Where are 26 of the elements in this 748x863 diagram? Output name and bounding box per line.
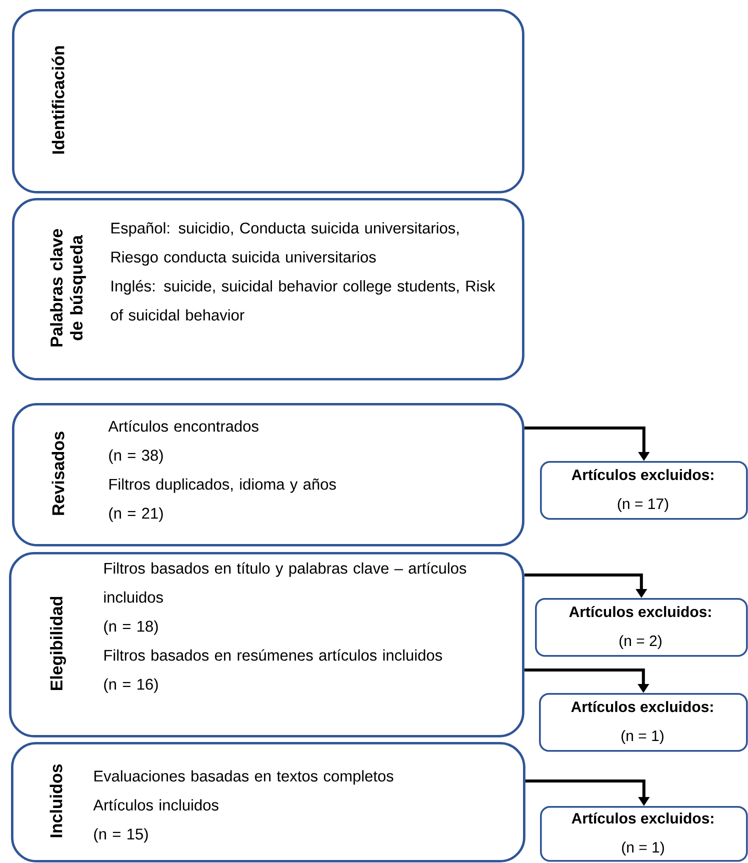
excluded-box: Artículos excluidos: (n = 17) xyxy=(540,461,748,520)
node-label: (n = 18) xyxy=(104,620,158,635)
stage-box xyxy=(12,403,524,546)
excluded-box: Artículos excluidos: (n = 2) xyxy=(535,598,748,657)
body-text: Evaluaciones basadas en textos completos Artículos incluidos (n = 15) xyxy=(93,770,394,843)
stage-box xyxy=(12,198,524,380)
node-label: Artículos encontrados xyxy=(108,420,258,432)
node-label: Filtros basados en título y palabras clave – artículos incluidos xyxy=(104,562,466,603)
stage-label: Identificación xyxy=(52,46,64,154)
node-label: Filtros basados en resúmenes artículos incluidos xyxy=(104,649,442,661)
stage-label: Incluidos xyxy=(50,764,62,838)
stage-label: Elegibilidad xyxy=(50,596,66,690)
excluded-box: Artículos excluidos: (n = 1) xyxy=(540,806,748,862)
body-text: Español: suicidio, Conducta suicida universitarios, Riesgo conducta suicida universitarios Inglés: suicide, suicidal behavior college students, Risk of suicidal behavior xyxy=(110,222,496,321)
excluded-box: Artículos excluidos: (n = 1) xyxy=(539,693,748,752)
node-label: (n = 38) xyxy=(109,449,163,464)
stage-label: Palabras clave de búsqueda xyxy=(50,229,86,346)
stage-box xyxy=(11,742,526,862)
node-label: Filtros duplicados, idioma y años xyxy=(109,478,336,493)
stage-label: Revisados xyxy=(52,432,64,515)
body-text: Artículos encontrados (n = 38) Filtros duplicados, idioma y años (n = 21) xyxy=(108,420,336,522)
node-label: (n = 21) xyxy=(109,507,163,522)
stage-box xyxy=(9,552,524,738)
body-text: Filtros basados en título y palabras clave – artículos incluidos (n = 18) Filtros basados en resúmenes artículos incluidos (n = 16) xyxy=(104,562,466,693)
node-label: (n = 16) xyxy=(104,678,158,693)
stage-box xyxy=(12,9,524,194)
